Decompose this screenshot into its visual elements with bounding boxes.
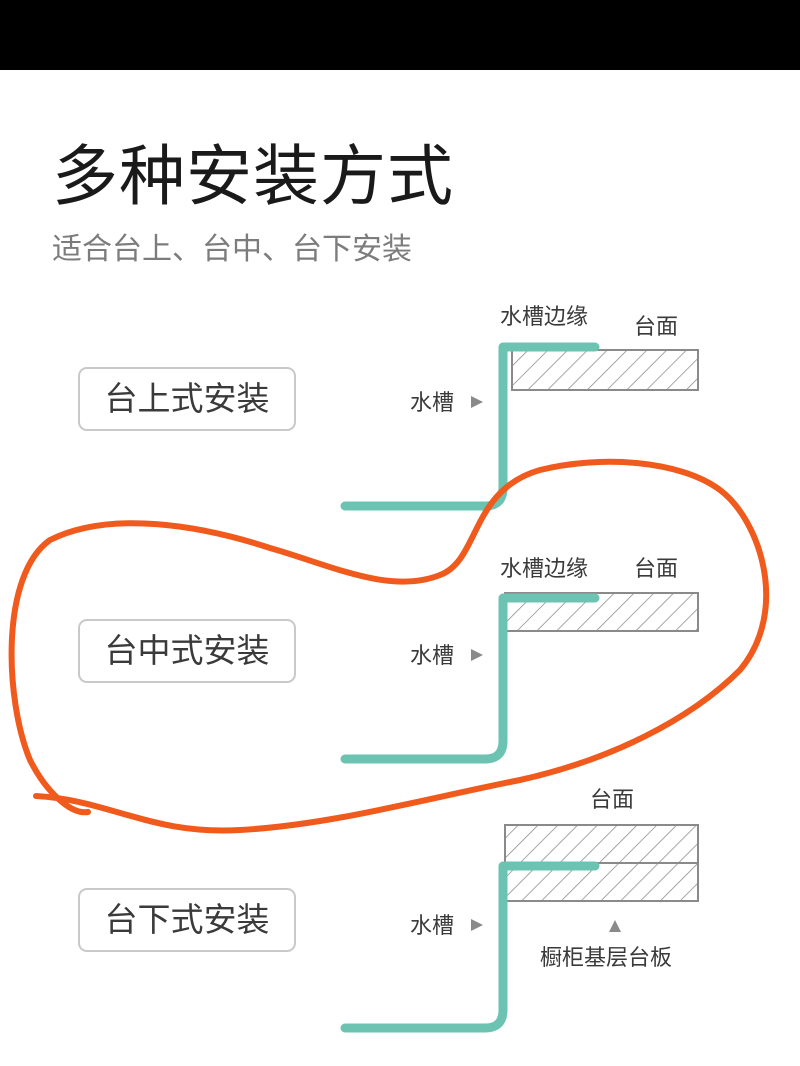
- method-label-under-mount: 台下式安装: [78, 888, 296, 952]
- sink-label: 水槽: [410, 644, 454, 669]
- method-label-flush-mount: 台中式安装: [78, 619, 296, 683]
- arrow-right-icon: [471, 919, 483, 931]
- top-mount-svg: 水槽边缘 台面 水槽: [340, 305, 699, 511]
- countertop-label: 台面: [634, 315, 678, 340]
- countertop-label: 台面: [590, 788, 634, 813]
- arrow-right-icon: [471, 649, 483, 661]
- sink-edge-label: 水槽边缘: [500, 557, 588, 582]
- sink-label: 水槽: [410, 391, 454, 416]
- page-subtitle: 适合台上、台中、台下安装: [52, 232, 412, 267]
- method-label-top-mount: 台上式安装: [78, 367, 296, 431]
- countertop-label: 台面: [634, 557, 678, 582]
- flush-mount-diagram: 水槽边缘 台面 水槽: [340, 550, 705, 770]
- under-mount-diagram: 台面 水槽 橱柜基层台板: [340, 785, 705, 1045]
- top-mount-diagram: 水槽边缘 台面 水槽: [340, 300, 705, 520]
- under-mount-svg: 台面 水槽 橱柜基层台板: [340, 788, 699, 1033]
- sink-edge-label: 水槽边缘: [500, 305, 588, 330]
- sink-wall: [340, 861, 600, 1033]
- flush-mount-svg: 水槽边缘 台面 水槽: [340, 557, 699, 764]
- arrow-up-icon: [609, 920, 621, 932]
- arrow-right-icon: [471, 396, 483, 408]
- top-black-bar: [0, 0, 800, 70]
- sink-label: 水槽: [410, 914, 454, 939]
- page-title: 多种安装方式: [52, 138, 454, 215]
- countertop-block: [511, 349, 699, 391]
- cabinet-board-label: 橱柜基层台板: [540, 946, 672, 971]
